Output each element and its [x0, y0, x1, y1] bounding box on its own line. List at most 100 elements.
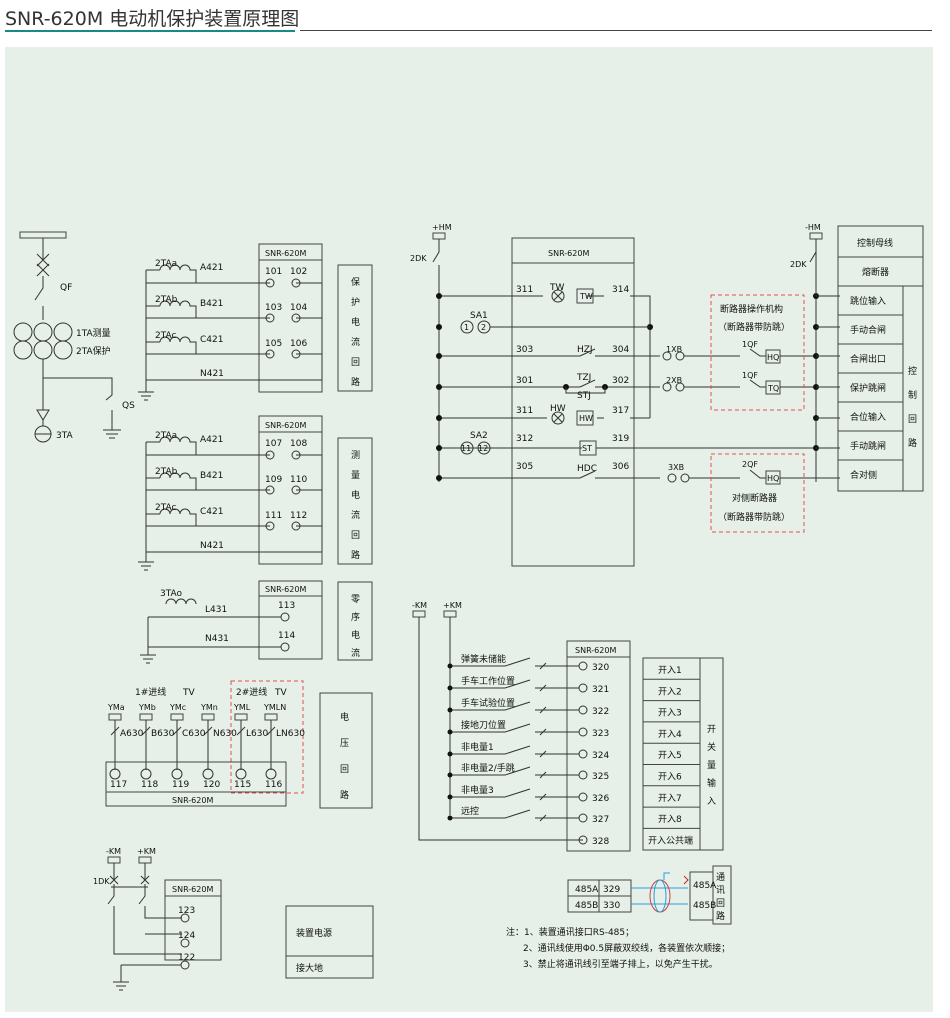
bus-label: YMLN — [263, 703, 286, 712]
section-label: 电 — [351, 629, 360, 641]
note-line: 注：1、装置通讯接口RS-485； — [506, 926, 634, 938]
bus-label: YMn — [200, 703, 218, 712]
terminal: 114 — [278, 631, 295, 641]
section-label: 路 — [351, 549, 360, 561]
qf-label: 1QF — [742, 371, 758, 380]
terminal: 119 — [172, 780, 189, 790]
terminal-icon — [235, 768, 247, 780]
section-label: 序 — [351, 611, 360, 623]
terminal: 103 — [265, 303, 282, 313]
terminal: 113 — [278, 601, 295, 611]
relay-label: ST — [582, 444, 592, 453]
section-label: 流 — [351, 647, 360, 659]
section-label-box — [337, 437, 373, 565]
terminal: 108 — [290, 439, 307, 449]
section-label: 流 — [351, 336, 360, 348]
section-label: 制 — [908, 389, 917, 401]
qf-label: 1QF — [742, 340, 758, 349]
terminal: 322 — [592, 707, 609, 717]
bus-label: -HM — [805, 223, 821, 232]
ta-label: 3TAo — [160, 589, 183, 599]
table-cell: 保护跳闸 — [850, 382, 886, 394]
terminal: 111 — [265, 511, 282, 521]
ta-label: 2TAc — [155, 503, 177, 513]
terminal: 317 — [612, 406, 629, 416]
switch-number: 11 — [461, 444, 471, 453]
bus-terminal — [264, 713, 278, 721]
terminal: 109 — [265, 475, 282, 485]
section-label: 入 — [707, 796, 716, 807]
section-label: 路 — [716, 910, 725, 922]
wire-label: A421 — [200, 435, 223, 445]
terminal: 123 — [178, 906, 195, 916]
binary-input-circuit: -KM +KM SNR-620M 320弹簧未储能321手车工作位置322手车试… — [412, 601, 724, 852]
terminal: 327 — [592, 815, 609, 825]
section-label: 开 — [707, 724, 716, 735]
xb-label: 3XB — [668, 463, 684, 472]
arrow-down-icon — [36, 409, 50, 426]
terminal: 118 — [141, 780, 158, 790]
comm-label: 485A — [693, 881, 717, 891]
section-label: 回 — [351, 357, 360, 368]
terminal: 110 — [290, 475, 307, 485]
table-cell: 手动跳闸 — [850, 440, 886, 452]
device-label: SNR-620M — [575, 646, 616, 655]
switch-number: 12 — [478, 444, 488, 453]
terminal: 312 — [516, 434, 533, 444]
terminal: 326 — [592, 794, 609, 804]
xb-label: 2XB — [666, 376, 682, 385]
bus-label: +HM — [432, 223, 452, 232]
table-cell: 开入7 — [658, 793, 682, 804]
terminal: 324 — [592, 751, 609, 761]
wire-label: B630 — [151, 729, 175, 739]
section-label: 零 — [351, 594, 360, 605]
bus-label: YML — [233, 703, 251, 712]
device-label: SNR-620M — [265, 421, 306, 430]
terminal: 104 — [290, 303, 307, 313]
terminal-icon — [140, 768, 152, 780]
table-cell: 跳位输入 — [850, 295, 886, 307]
table-cell: 接大地 — [296, 962, 323, 974]
bus-terminal — [234, 713, 248, 721]
device-box — [511, 237, 635, 567]
section-label-box — [337, 581, 373, 661]
device-label: SNR-620M — [265, 249, 306, 258]
group-label: TV — [182, 688, 195, 698]
section-label: 回 — [908, 414, 917, 425]
device-box — [258, 580, 323, 660]
table-cell: 开入2 — [658, 686, 682, 697]
comm-label: 485A — [575, 885, 599, 895]
bus-terminal — [139, 713, 153, 721]
notes: 注：1、装置通讯接口RS-485； 2、通讯线使用Φ0.5屏蔽双绞线，各装置依次… — [506, 926, 730, 970]
qf-label: 2QF — [742, 460, 758, 469]
breaker-label: （断路器带防跳） — [718, 511, 790, 523]
terminal: 323 — [592, 729, 609, 739]
terminal-icon — [265, 768, 277, 780]
table-cell: 开入5 — [658, 750, 682, 761]
bus-terminal — [170, 713, 184, 721]
lamp-icon — [551, 289, 565, 303]
section-label: 保 — [351, 276, 360, 288]
wire-label: B421 — [200, 471, 223, 481]
switch-label: SA2 — [470, 431, 488, 441]
coil-label: HQ — [767, 353, 779, 362]
contact-label: HDC — [577, 464, 597, 474]
bus-terminal — [201, 713, 215, 721]
qf-breaker-icon — [34, 238, 50, 320]
ta-label: 2TAa — [155, 259, 177, 269]
breaker-label: 对侧断路器 — [732, 492, 777, 504]
section-label: 输 — [707, 777, 716, 789]
contact-label: STJ — [577, 391, 591, 401]
input-label: 非电量3 — [461, 784, 494, 796]
table-cell: 开入6 — [658, 772, 682, 783]
section-label: 电 — [351, 489, 360, 501]
bus-label: +KM — [443, 601, 462, 610]
terminal: 102 — [290, 267, 307, 277]
breaker-dashed-box — [710, 294, 805, 411]
title-accent-rule — [5, 30, 295, 32]
section-label-box — [337, 264, 373, 392]
qf-label: QF — [60, 283, 72, 293]
terminal: 329 — [603, 885, 620, 895]
input-label: 远控 — [461, 805, 479, 817]
bus-label: YMb — [138, 703, 156, 712]
